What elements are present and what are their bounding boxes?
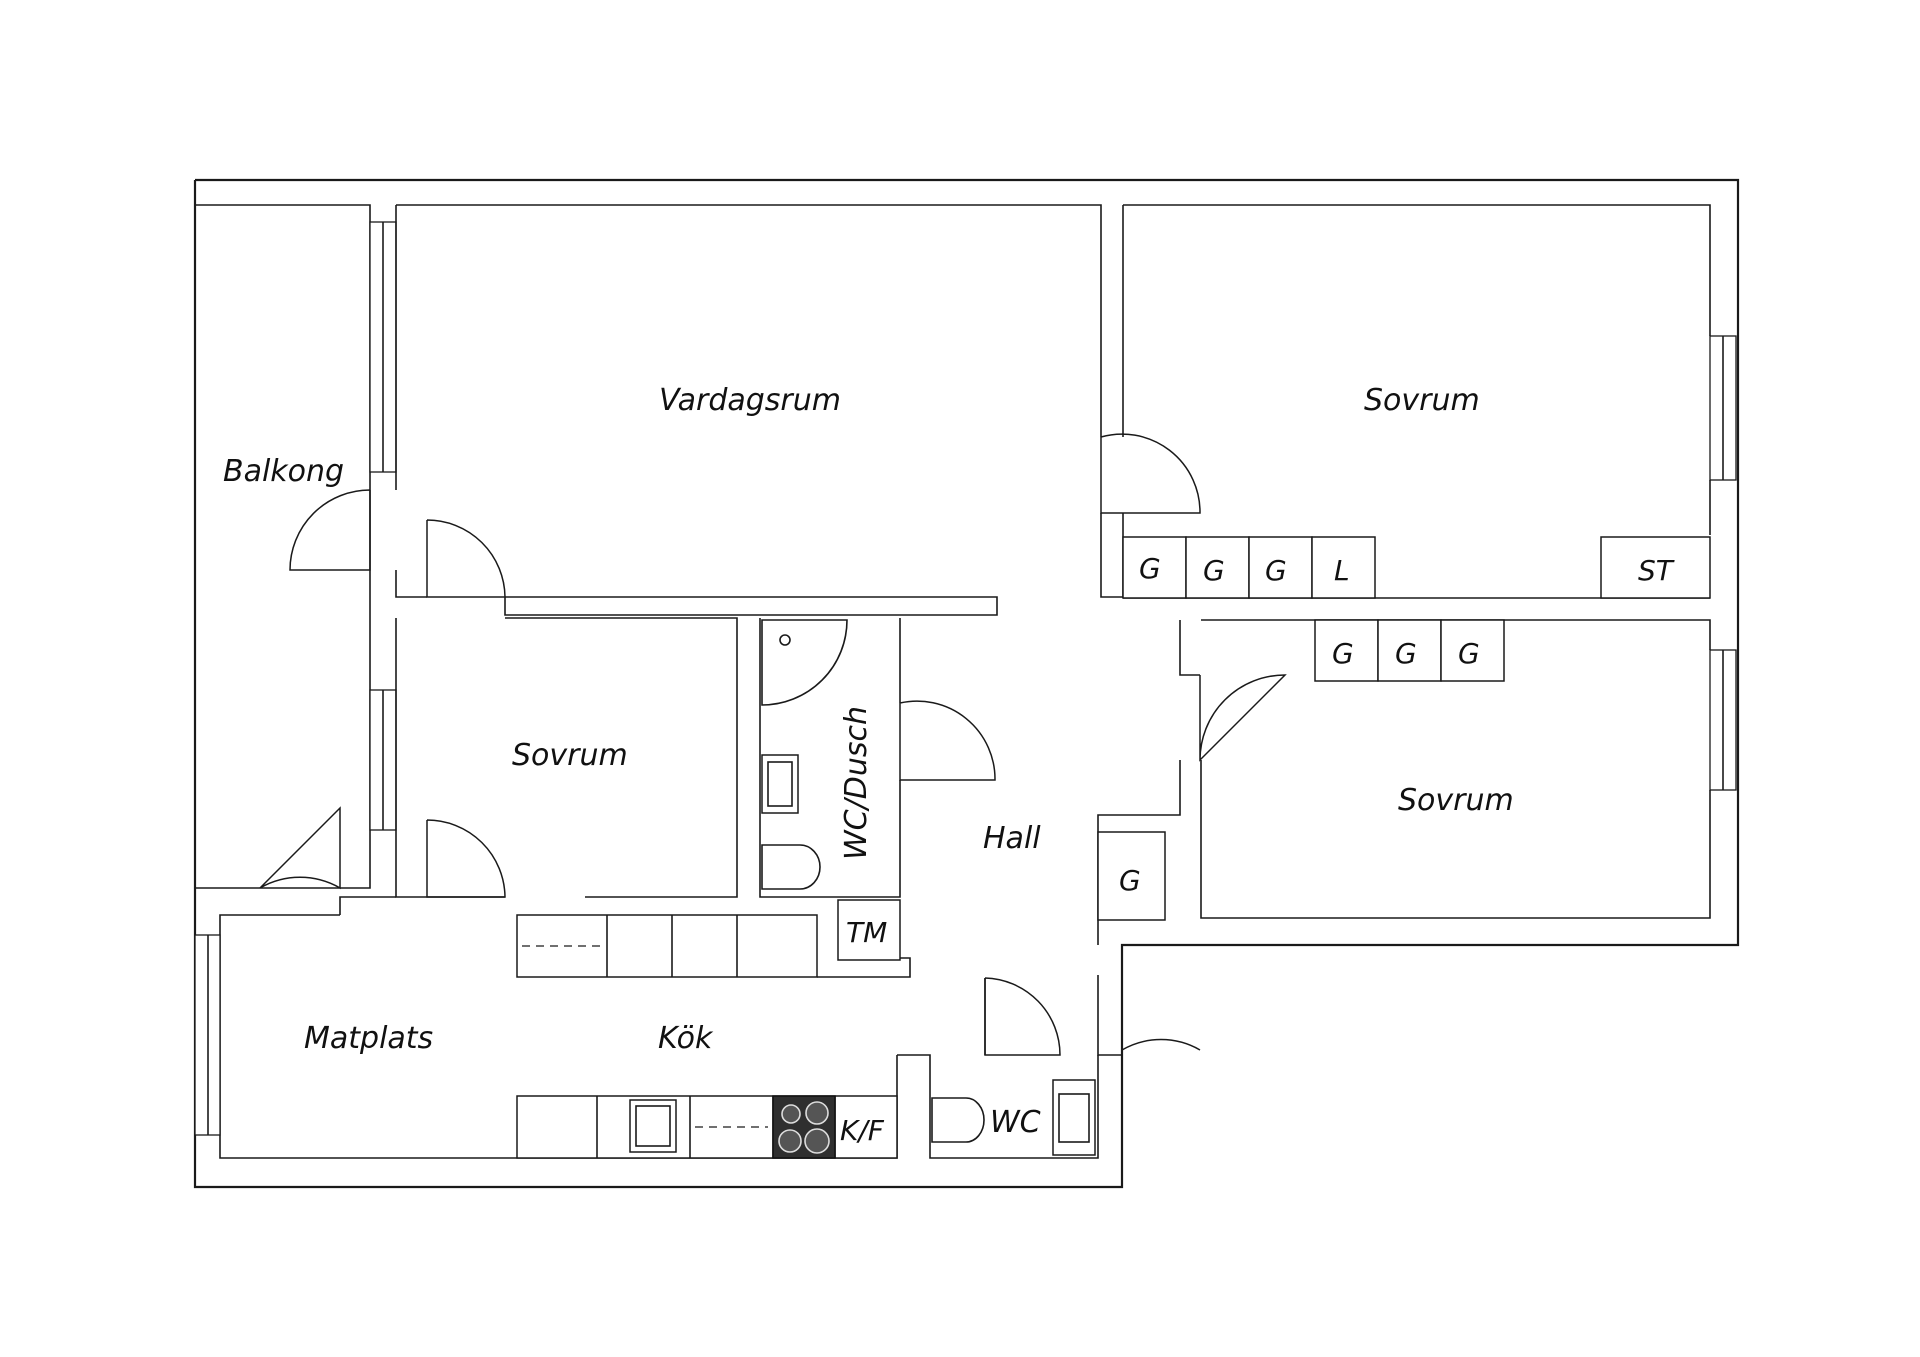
wardrobe-1 [1122,536,1187,599]
living-south-partition [504,596,998,616]
inner-wall-bedroom-top [1123,204,1711,336]
bathroom-door [899,700,996,781]
wardrobe-2 [1185,536,1250,599]
stove-burner-1 [781,1104,801,1124]
wardrobe-1-label: G [1139,552,1161,585]
hall-step-wall [1179,620,1200,676]
room-label-sovrum-bottom-right: Sovrum [1398,783,1514,818]
hall-wardrobe-label: G [1119,864,1141,897]
wardrobe-4-label: G [1332,637,1354,670]
guest-wc: WC [897,977,1099,1159]
bathroom-walls: WC/Dusch [759,618,996,898]
stove-burner-3 [778,1129,802,1153]
washer-tm-label: TM [846,916,887,949]
bathroom-outline [759,618,901,898]
wardrobe-2-label: G [1203,554,1225,587]
wardrobe-6 [1440,619,1505,682]
stove-burner-2 [805,1101,829,1125]
wardrobe-5-label: G [1395,637,1417,670]
hall-wardrobe [1097,831,1166,921]
wardrobe-5 [1377,619,1442,682]
room-label-vardagsrum: Vardagsrum [659,383,841,418]
wardrobe-4 [1314,619,1379,682]
kitchen-north-wall-mid [339,896,396,915]
shower-corner [761,619,848,706]
fridge-freezer-label: K/F [840,1114,885,1147]
balcony-door [289,489,371,571]
stove-burner-4 [804,1128,830,1154]
room-label-balkong: Balkong [223,454,344,489]
room-label-sovrum-top-right: Sovrum [1364,383,1480,418]
kitchen-sink-icon [629,1099,677,1153]
balcony-area [195,204,397,889]
room-label-hall: Hall [983,821,1041,856]
wardrobe-6-label: G [1458,637,1480,670]
linen-cupboard [1311,536,1376,599]
hall-to-bedroom-door [1199,674,1287,762]
inner-wall-bedroom-bottom-right [1200,760,1711,919]
bathroom-sink-bowl [767,761,793,807]
kitchen-area: K/F [194,806,911,1159]
balcony-kitchen-door [259,806,341,890]
storage-units: G G G L ST G G G G TM [837,536,1711,961]
room-label-sovrum-middle: Sovrum [512,738,628,773]
guest-wc-sink-bowl [1058,1093,1090,1143]
living-to-bedroom-door [426,519,506,598]
wardrobe-3 [1248,536,1313,599]
room-label-wc: WC [990,1105,1041,1140]
middle-bedroom-east [505,617,738,898]
room-label-matplats: Matplats [304,1021,433,1056]
kitchen-sink-bowl [635,1105,671,1147]
inner-wall-living [396,204,1102,437]
room-label-wc-dusch: WC/Dusch [839,706,874,860]
guest-wc-door [984,977,1061,1056]
kitchen-upper-counter-return [817,957,911,978]
room-labels: Vardagsrum Balkong Sovrum Sovrum Sovrum … [223,383,1514,1056]
linen-cupboard-label: L [1334,554,1350,587]
kitchen-north-wall-left [219,914,340,940]
entrance-door [1121,972,1201,1052]
guest-wc-outline [897,1054,1099,1159]
kitchen-upper-counter [516,914,818,978]
living-south-wall [395,570,427,598]
wardrobe-3-label: G [1265,554,1287,587]
shower-drain-icon [779,634,791,646]
storage-st-label: ST [1638,554,1675,587]
washer-tm [837,899,901,961]
room-label-kok: Kök [658,1021,714,1056]
storage-st [1600,536,1711,599]
middle-bedroom-door [426,819,506,898]
guest-wc-toilet-icon [931,1097,985,1143]
bathroom-toilet-icon [761,844,821,890]
